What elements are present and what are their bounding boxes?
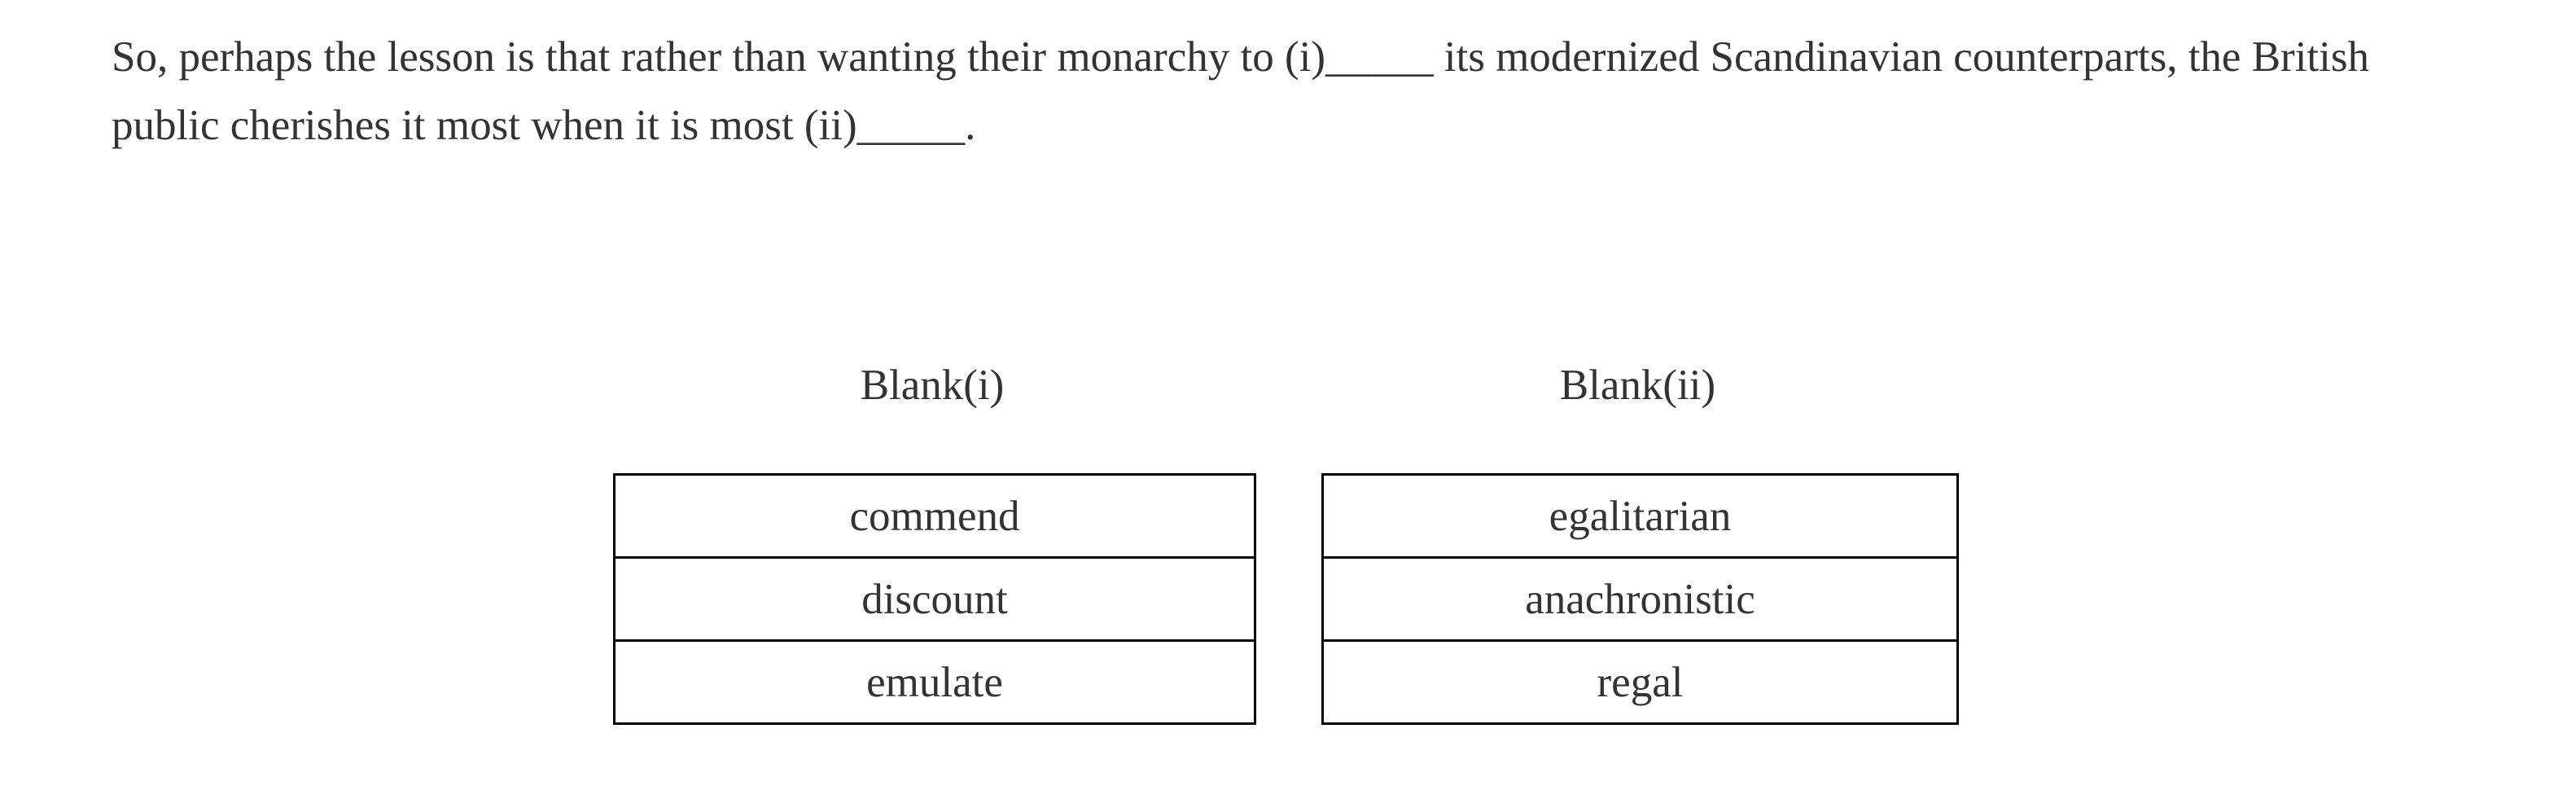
blank-ii-label: Blank(ii): [1559, 362, 1716, 409]
question-passage: So, perhaps the lesson is that rather th…: [112, 23, 2440, 160]
blank-ii-option-anachronistic[interactable]: anachronistic: [1324, 559, 1956, 642]
blank-i-option-discount[interactable]: discount: [616, 559, 1254, 642]
blank-i-label: Blank(i): [860, 362, 1005, 409]
blank-ii-options-table: egalitarian anachronistic regal: [1321, 473, 1959, 725]
blank-i-options-table: commend discount emulate: [613, 473, 1256, 725]
passage-line-1: So, perhaps the lesson is that rather th…: [112, 33, 2370, 81]
blank-ii-option-regal[interactable]: regal: [1597, 658, 1684, 706]
blank-ii-option-egalitarian[interactable]: egalitarian: [1324, 476, 1956, 559]
blank-i-option-emulate[interactable]: emulate: [866, 658, 1003, 706]
passage-line-2: public cherishes it most when it is most…: [112, 102, 976, 149]
blank-i-option-commend[interactable]: commend: [616, 476, 1254, 559]
